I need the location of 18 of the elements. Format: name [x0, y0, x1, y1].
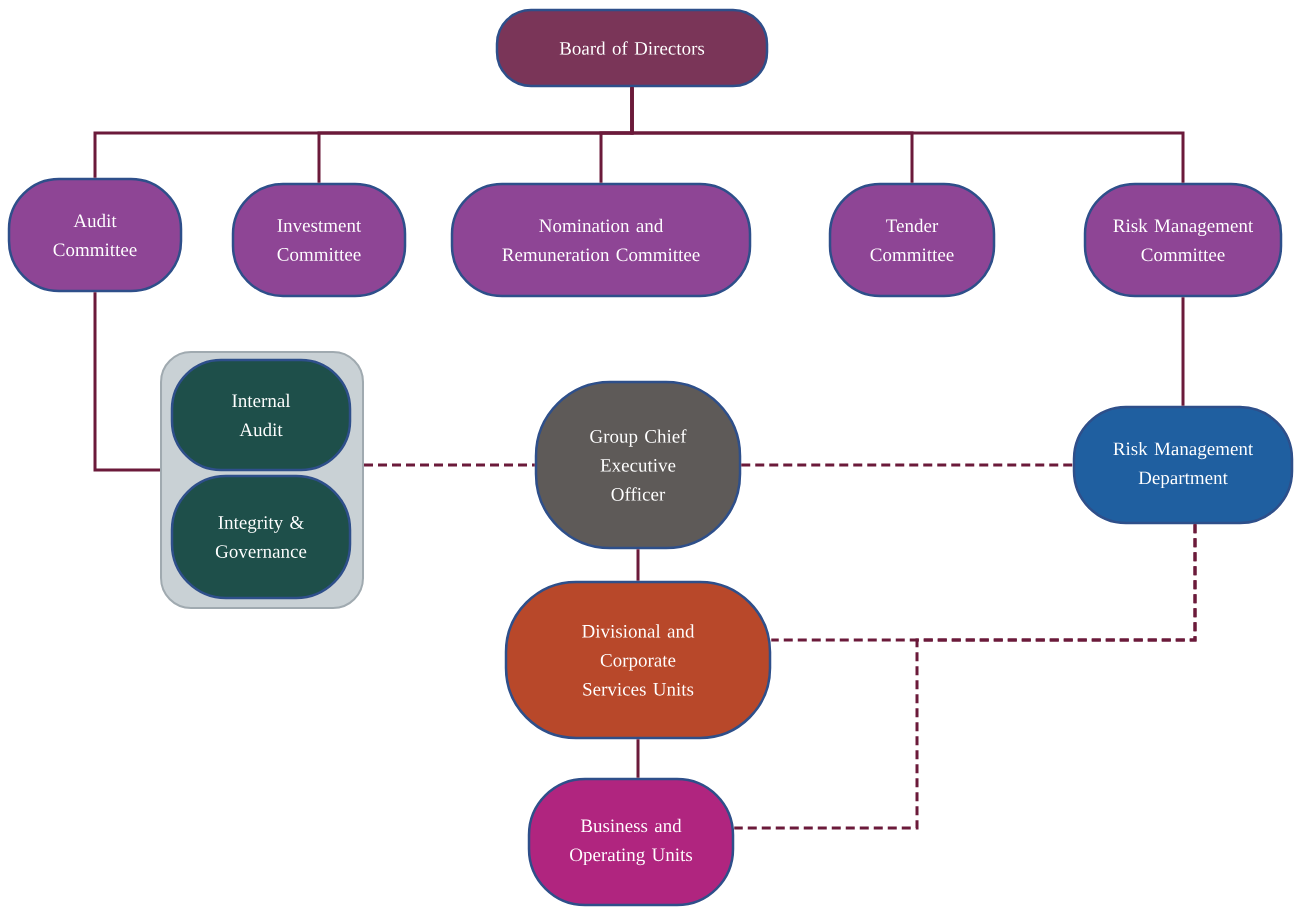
committee-box: Audit Committee — [7, 177, 183, 293]
connector-line — [636, 549, 640, 581]
connector-line — [1181, 297, 1185, 406]
unit-box: Divisional and Corporate Services Units — [504, 580, 772, 740]
department-box: Risk Management Department — [1072, 405, 1294, 525]
board-box: Board of Directors — [495, 8, 769, 88]
unit-box: Business and Operating Units — [527, 777, 735, 907]
unit-box: Internal Audit — [170, 358, 352, 472]
connector-line — [93, 292, 160, 472]
committee-box: Nomination and Remuneration Committee — [450, 182, 752, 298]
connector-line — [734, 524, 1197, 830]
connector-line — [741, 463, 1073, 467]
committee-box: Investment Committee — [231, 182, 407, 298]
connector-line — [364, 463, 535, 467]
connector-line — [630, 87, 1185, 183]
connector-line — [636, 739, 640, 778]
committee-box: Risk Management Committee — [1083, 182, 1283, 298]
executive-box: Group Chief Executive Officer — [534, 380, 742, 550]
